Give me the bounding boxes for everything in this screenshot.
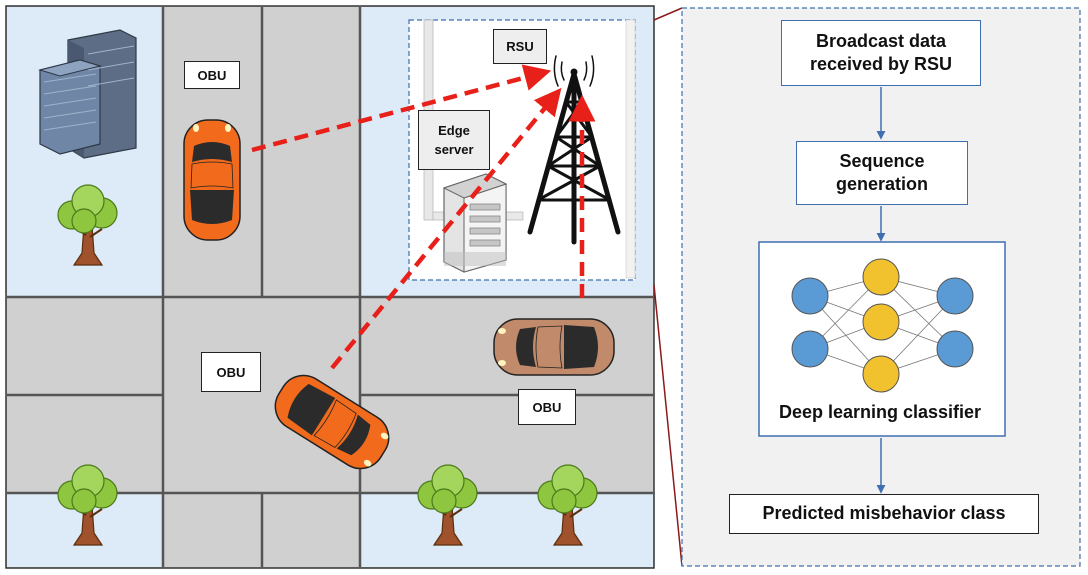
server-icon: [442, 173, 508, 273]
hidden-node: [862, 258, 900, 296]
building-icon: [38, 29, 137, 159]
link-obu-top-to-rsu: [251, 64, 552, 153]
obu-label-top: OBU: [184, 61, 240, 89]
step-broadcast-data: Broadcast data received by RSU: [781, 20, 981, 86]
step-deep-learning-classifier: Deep learning classifier: [778, 402, 982, 422]
input-node: [791, 330, 829, 368]
block-bottom-right: [360, 493, 653, 567]
car-icon: [183, 119, 241, 241]
neural-network-icon: [791, 258, 974, 393]
car-icon: [493, 318, 615, 376]
obu-label-right: OBU: [518, 389, 576, 425]
input-node: [791, 277, 829, 315]
output-node: [936, 277, 974, 315]
step-predicted-misbehavior-class: Predicted misbehavior class: [729, 494, 1039, 534]
wireless-links: [251, 64, 596, 370]
hidden-node: [862, 355, 900, 393]
step-sequence-generation: Sequence generation: [796, 141, 968, 205]
output-node: [936, 330, 974, 368]
rsu-label: RSU: [493, 29, 547, 64]
edge-server-label: Edge server: [418, 110, 490, 170]
obu-label-middle: OBU: [201, 352, 261, 392]
hidden-node: [862, 303, 900, 341]
link-obu-middle-to-rsu: [330, 87, 562, 370]
